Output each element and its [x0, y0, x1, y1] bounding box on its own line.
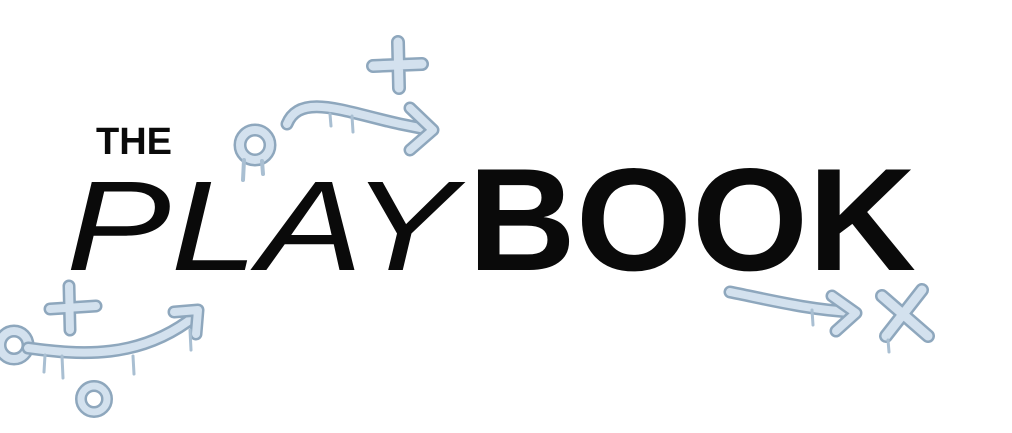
arrow-icon [21, 303, 205, 380]
arrow-icon [280, 100, 440, 157]
logo-the-text: THE [96, 121, 172, 163]
play-diagram-graphics [0, 35, 935, 418]
circle-icon [233, 123, 277, 182]
plus-icon [366, 35, 429, 95]
circle-icon [75, 380, 113, 418]
x-mark-icon [875, 283, 935, 354]
logo-play-text: PLAY [66, 155, 467, 298]
plus-icon [43, 279, 103, 337]
arrow-icon [723, 285, 863, 338]
logo-book-text: BOOK [468, 138, 916, 301]
